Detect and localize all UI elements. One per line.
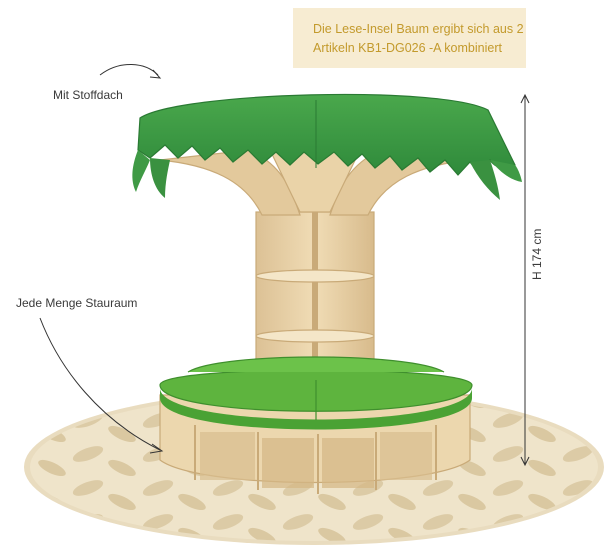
green-seat-cushions	[159, 356, 473, 430]
callout-arrow-storage	[39, 317, 164, 454]
round-bench-storage	[159, 394, 471, 494]
tree-branches	[159, 149, 471, 216]
height-dimension-line	[520, 93, 530, 467]
callout-roof-label: Mit Stoffdach	[53, 88, 123, 102]
info-line-2: Artikeln KB1-DG026 -A kombiniert	[313, 41, 502, 55]
callout-arrow-roof	[99, 64, 162, 79]
fabric-canopy	[132, 93, 522, 200]
info-line-1: Die Lese-Insel Baum ergibt sich aus 2	[313, 22, 524, 36]
callout-storage-label: Jede Menge Stauraum	[16, 296, 138, 310]
height-label: H 174 cm	[530, 228, 544, 280]
info-box: Die Lese-Insel Baum ergibt sich aus 2 Ar…	[293, 8, 526, 68]
